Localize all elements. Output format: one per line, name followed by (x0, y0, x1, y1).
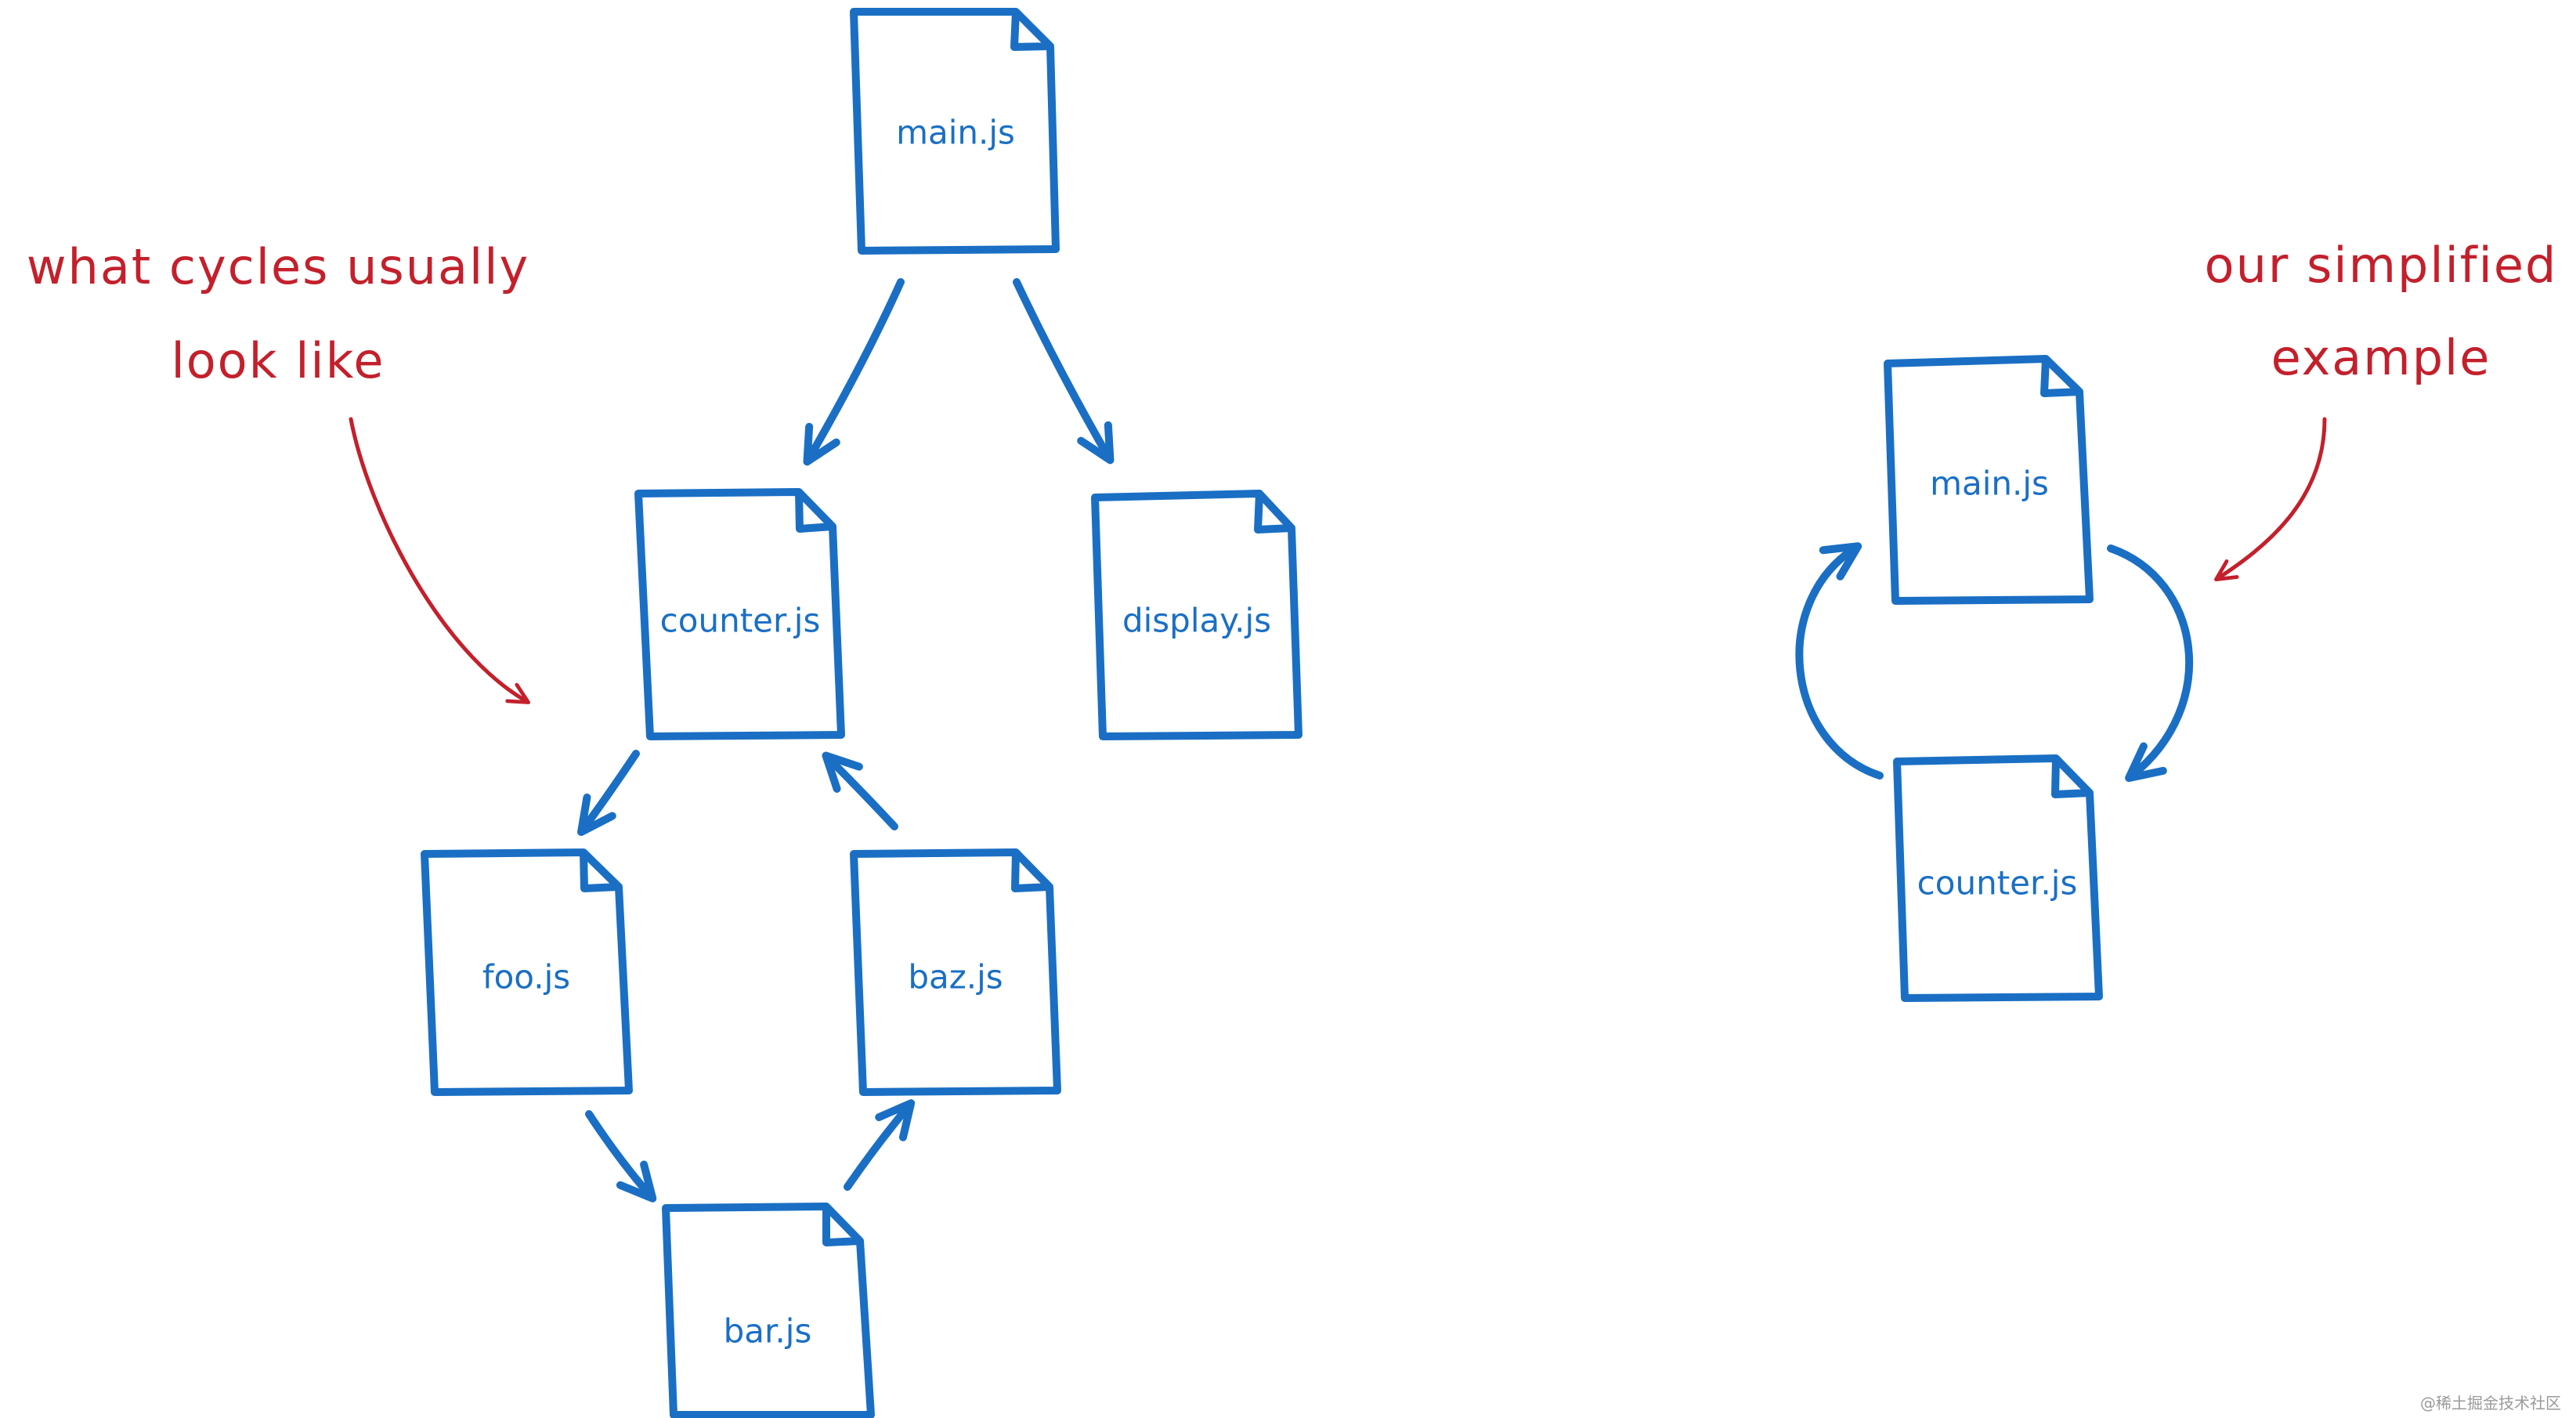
arrow-foo-to-bar (585, 1110, 657, 1203)
file-foo-js: foo.js (421, 848, 633, 1096)
annotation-text-line1: what cycles usually (27, 238, 529, 295)
arrow-counter-to-main-cycle (1795, 542, 1884, 780)
file-icon (1091, 490, 1302, 740)
file-display-js: display.js (1091, 490, 1302, 740)
arrow-main-to-counter (803, 278, 905, 466)
arrow-counter-to-foo (577, 750, 640, 837)
file-icon (634, 488, 845, 740)
annotation-pointer-arrow (349, 417, 530, 704)
annotation-text-line2: look like (172, 332, 385, 389)
file-icon (662, 1203, 875, 1418)
file-main-js: main.js (850, 8, 1060, 255)
annotation-left: what cycles usually look like (27, 238, 530, 704)
arrow-baz-to-counter (822, 751, 898, 830)
file-icon (1884, 355, 2094, 605)
file-baz-js: baz.js (850, 848, 1061, 1096)
annotation-pointer-arrow (2214, 417, 2327, 582)
file-icon (421, 848, 633, 1096)
file-main-js-simplified: main.js (1884, 355, 2094, 605)
file-icon (850, 8, 1060, 255)
file-label: display.js (1122, 602, 1271, 640)
arrow-main-to-counter-cycle (2107, 544, 2194, 783)
annotation-text-line2: example (2271, 329, 2491, 386)
file-icon (850, 848, 1061, 1096)
file-bar-js: bar.js (662, 1203, 875, 1418)
file-counter-js-simplified: counter.js (1893, 754, 2103, 1002)
file-label: bar.js (724, 1312, 812, 1351)
watermark-text: @稀土掘金技术社区 (2420, 1394, 2561, 1413)
file-label: main.js (1930, 465, 2049, 503)
arrow-bar-to-baz (844, 1099, 916, 1191)
annotation-right: our simplified example (2205, 237, 2558, 582)
file-label: counter.js (1917, 864, 2078, 903)
file-label: baz.js (908, 958, 1003, 997)
file-counter-js: counter.js (634, 488, 845, 740)
file-label: counter.js (660, 602, 821, 640)
file-icon (1893, 754, 2103, 1002)
annotation-text-line1: our simplified (2205, 237, 2558, 294)
file-label: main.js (896, 114, 1015, 152)
arrow-main-to-display (1013, 278, 1115, 465)
file-label: foo.js (482, 958, 570, 997)
